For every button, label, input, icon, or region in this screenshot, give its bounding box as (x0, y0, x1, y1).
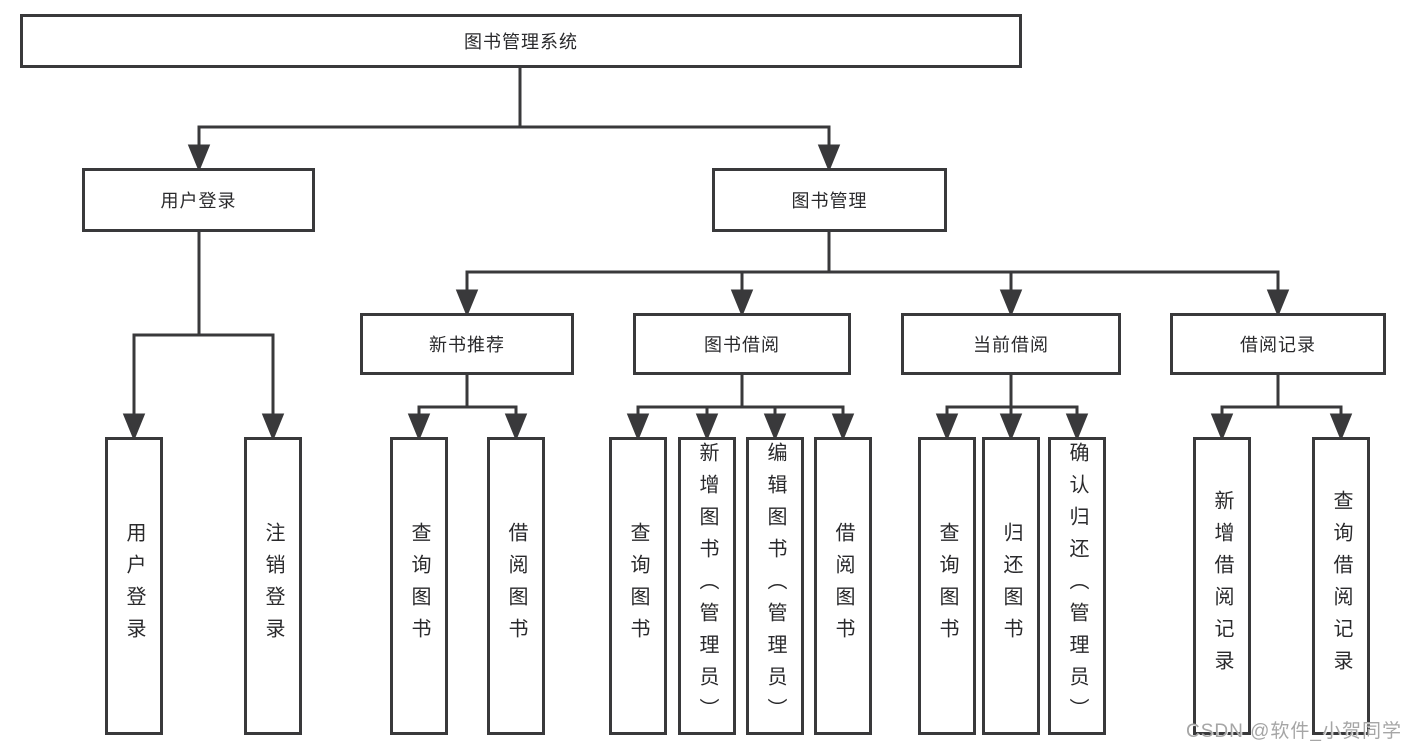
leaf-label: 用户登录 (123, 522, 145, 650)
node-current-borrow: 当前借阅 (901, 313, 1121, 375)
node-user-login: 用户登录 (82, 168, 315, 232)
arrowhead-icon (1210, 413, 1234, 441)
leaf-label: 注销登录 (262, 522, 284, 650)
leaf-add-books-admin: 新增图书（管理员） (678, 437, 736, 735)
arrowhead-icon (626, 413, 650, 441)
leaf-label: 查询图书 (408, 522, 430, 650)
arrowhead-icon (763, 413, 787, 441)
leaf-confirm-return-admin: 确认归还（管理员） (1048, 437, 1106, 735)
leaf-label: 查询借阅记录 (1330, 490, 1352, 682)
edge-new-books-to-leaves (407, 375, 528, 441)
leaf-label: 编辑图书（管理员） (764, 442, 786, 730)
arrowhead-icon (455, 289, 479, 317)
arrowhead-icon (504, 413, 528, 441)
node-root: 图书管理系统 (20, 14, 1022, 68)
leaf-return-books: 归还图书 (982, 437, 1040, 735)
arrowhead-icon (935, 413, 959, 441)
leaf-label: 归还图书 (1000, 522, 1022, 650)
edge-root-to-level2 (187, 68, 841, 172)
node-borrow-records: 借阅记录 (1170, 313, 1386, 375)
edge-book-borrow-to-leaves (626, 375, 855, 441)
arrowhead-icon (1065, 413, 1089, 441)
arrowhead-icon (831, 413, 855, 441)
leaf-logout: 注销登录 (244, 437, 302, 735)
leaf-user-login: 用户登录 (105, 437, 163, 735)
leaf-edit-books-admin: 编辑图书（管理员） (746, 437, 804, 735)
node-new-book-recommend: 新书推荐 (360, 313, 574, 375)
edge-current-borrow-to-leaves (935, 375, 1089, 441)
arrowhead-icon (999, 289, 1023, 317)
arrowhead-icon (261, 413, 285, 441)
leaf-label: 查询图书 (627, 522, 649, 650)
leaf-add-borrow-record: 新增借阅记录 (1193, 437, 1251, 735)
arrowhead-icon (999, 413, 1023, 441)
node-book-borrow: 图书借阅 (633, 313, 851, 375)
arrowhead-icon (730, 289, 754, 317)
arrowhead-icon (695, 413, 719, 441)
leaf-query-borrow-record: 查询借阅记录 (1312, 437, 1370, 735)
leaf-label: 借阅图书 (832, 522, 854, 650)
leaf-query-books-3: 查询图书 (918, 437, 976, 735)
watermark-text: CSDN @软件_小贺同学 (1186, 721, 1402, 742)
arrowhead-icon (1329, 413, 1353, 441)
arrowhead-icon (407, 413, 431, 441)
edge-borrow-records-to-leaves (1210, 375, 1353, 441)
leaf-label: 新增借阅记录 (1211, 490, 1233, 682)
node-book-management: 图书管理 (712, 168, 947, 232)
leaf-label: 查询图书 (936, 522, 958, 650)
edge-user-login-to-leaves (122, 232, 285, 441)
edge-book-mgmt-to-level3 (455, 232, 1290, 317)
leaf-label: 确认归还（管理员） (1066, 442, 1088, 730)
leaf-label: 新增图书（管理员） (696, 442, 718, 730)
arrowhead-icon (122, 413, 146, 441)
leaf-label: 借阅图书 (505, 522, 527, 650)
leaf-query-books-2: 查询图书 (609, 437, 667, 735)
arrowhead-icon (817, 144, 841, 172)
arrowhead-icon (1266, 289, 1290, 317)
arrowhead-icon (187, 144, 211, 172)
leaf-query-books-1: 查询图书 (390, 437, 448, 735)
leaf-borrow-books-1: 借阅图书 (487, 437, 545, 735)
leaf-borrow-books-2: 借阅图书 (814, 437, 872, 735)
